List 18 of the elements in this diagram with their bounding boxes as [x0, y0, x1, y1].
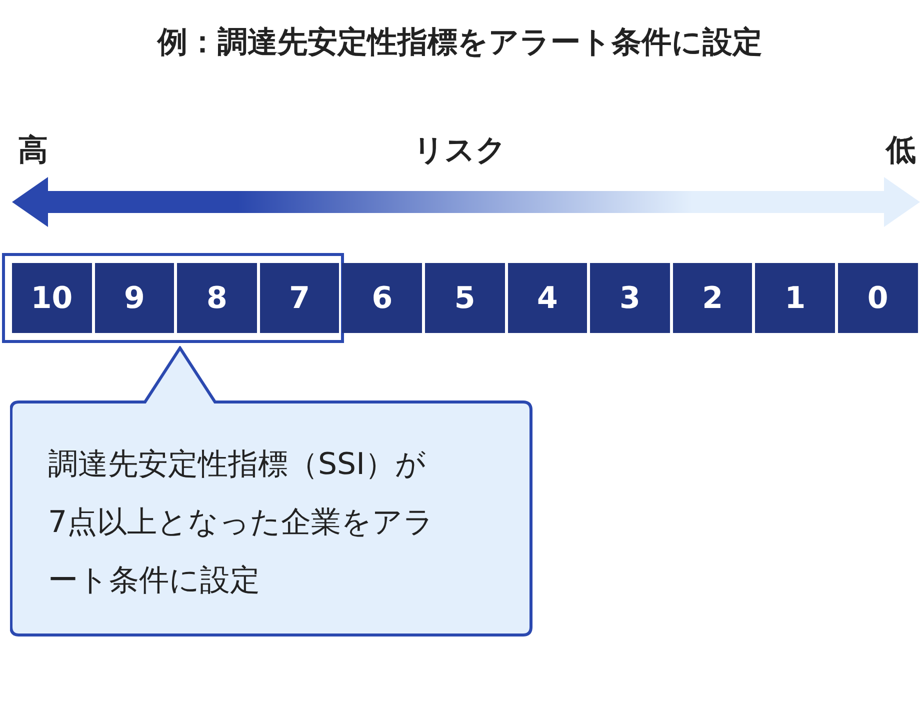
axis-label: 高 [18, 132, 48, 170]
axis-label: 低 [886, 132, 916, 170]
score-cell: 0 [838, 263, 918, 333]
score-cell: 6 [342, 263, 422, 333]
score-cell: 5 [425, 263, 505, 333]
score-cell: 1 [755, 263, 835, 333]
score-cell: 2 [672, 263, 752, 333]
title: 例：調達先安定性指標をアラート条件に設定 [156, 24, 764, 62]
highlight-frame [2, 253, 344, 343]
score-cell: 3 [590, 263, 670, 333]
callout-text: 調達先安定性指標（SSI）が7点以上となった企業をアラート条件に設定 [48, 446, 436, 600]
axis-label: リスク [412, 132, 508, 170]
score-cell: 8 [177, 263, 257, 333]
score-cell: 4 [508, 263, 588, 333]
callout-bubble [10, 346, 533, 637]
score-cell: 10 [12, 263, 92, 333]
score-cell: 7 [260, 263, 340, 333]
score-cell: 9 [94, 263, 174, 333]
